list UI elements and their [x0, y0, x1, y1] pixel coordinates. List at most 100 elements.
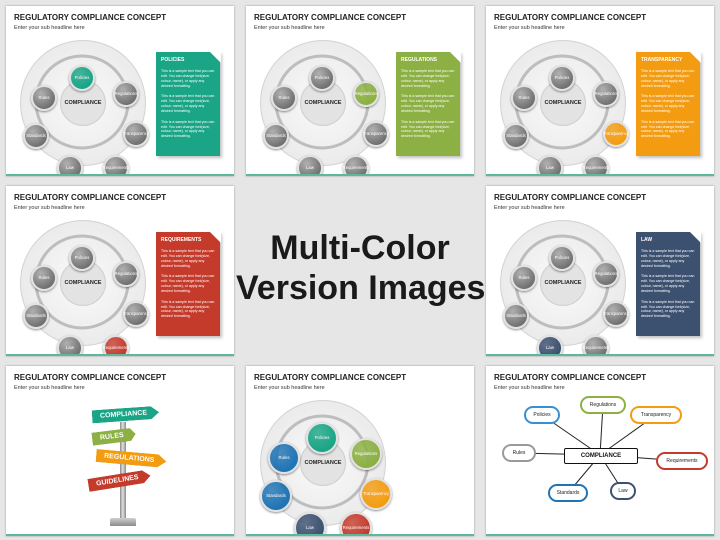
note-title: LAW [641, 237, 653, 243]
node-transparency[interactable]: Transparency [603, 301, 629, 327]
mindmap-center: COMPLIANCE [564, 448, 638, 464]
slide-subtitle: Enter your sub headline here [494, 25, 565, 31]
node-requirements[interactable]: Requirements [103, 155, 129, 174]
slide-subtitle: Enter your sub headline here [14, 385, 85, 391]
note-paragraph: This is a sample text that you can edit.… [161, 69, 215, 88]
multi-color-heading: Multi-Color Version Images [236, 228, 485, 308]
slide-requirements[interactable]: REGULATORY COMPLIANCE CONCEPT Enter your… [6, 186, 234, 356]
mindmap-node-requirements[interactable]: Requirements [656, 452, 708, 470]
node-standards[interactable]: Standards [503, 303, 529, 329]
note-paragraph: This is a sample text that you can edit.… [161, 274, 215, 293]
signpost-base [110, 518, 136, 526]
node-regulations[interactable]: Regulations [593, 81, 619, 107]
note-paragraph: This is a sample text that you can edit.… [161, 299, 215, 319]
slide-full-color[interactable]: REGULATORY COMPLIANCE CONCEPT Enter your… [246, 366, 474, 536]
node-law[interactable]: Law [537, 335, 563, 354]
note-paragraph: This is a sample text that you can edit.… [161, 119, 215, 139]
center-circle: COMPLIANCE [300, 80, 346, 126]
note-card: TRANSPARENCY This is a sample text that y… [636, 51, 701, 156]
node-law[interactable]: Law [294, 512, 326, 534]
mindmap-node-standards[interactable]: Standards [548, 484, 588, 502]
note-card: POLICIES This is a sample text that you c… [156, 51, 221, 156]
node-transparency[interactable]: Transparency [603, 121, 629, 147]
slide-title: REGULATORY COMPLIANCE CONCEPT [254, 13, 407, 22]
slide-title: REGULATORY COMPLIANCE CONCEPT [494, 373, 647, 382]
slide-policies[interactable]: REGULATORY COMPLIANCE CONCEPT Enter your… [6, 6, 234, 176]
mindmap-node-transparency[interactable]: Transparency [630, 406, 682, 424]
node-rules[interactable]: Rules [271, 85, 297, 111]
note-title: TRANSPARENCY [641, 57, 683, 63]
mindmap-node-policies[interactable]: Policies [524, 406, 560, 424]
node-regulations[interactable]: Regulations [593, 261, 619, 287]
mindmap-node-rules[interactable]: Rules [502, 444, 536, 462]
note-card: LAW This is a sample text that you can ed… [636, 231, 701, 336]
node-standards[interactable]: Standards [503, 123, 529, 149]
node-policies[interactable]: Policies [69, 65, 95, 91]
node-rules[interactable]: Rules [511, 85, 537, 111]
slide-subtitle: Enter your sub headline here [14, 205, 85, 211]
node-rules[interactable]: Rules [31, 85, 57, 111]
node-law[interactable]: Law [57, 155, 83, 174]
slide-subtitle: Enter your sub headline here [254, 25, 325, 31]
note-title: REGULATIONS [401, 57, 438, 63]
slide-law[interactable]: REGULATORY COMPLIANCE CONCEPT Enter your… [486, 186, 714, 356]
node-requirements[interactable]: Requirements [343, 155, 369, 174]
slide-title: REGULATORY COMPLIANCE CONCEPT [254, 373, 407, 382]
slide-regulations[interactable]: REGULATORY COMPLIANCE CONCEPT Enter your… [246, 6, 474, 176]
node-standards[interactable]: Standards [23, 123, 49, 149]
sign-rules: RULES [91, 427, 136, 445]
node-standards[interactable]: Standards [263, 123, 289, 149]
slide-subtitle: Enter your sub headline here [494, 205, 565, 211]
slide-mindmap[interactable]: REGULATORY COMPLIANCE CONCEPT Enter your… [486, 366, 714, 536]
note-fold [689, 231, 701, 243]
note-fold [209, 51, 221, 63]
mindmap-node-regulations[interactable]: Regulations [580, 396, 626, 414]
node-rules[interactable]: Rules [31, 265, 57, 291]
note-fold [689, 51, 701, 63]
node-regulations[interactable]: Regulations [350, 438, 382, 470]
node-rules[interactable]: Rules [268, 442, 300, 474]
note-paragraph: This is a sample text that you can edit.… [641, 94, 695, 113]
node-standards[interactable]: Standards [23, 303, 49, 329]
node-transparency[interactable]: Transparency [363, 121, 389, 147]
mindmap-node-law[interactable]: Law [610, 482, 636, 500]
node-policies[interactable]: Policies [309, 65, 335, 91]
node-transparency[interactable]: Transparency [123, 301, 149, 327]
slide-title: REGULATORY COMPLIANCE CONCEPT [14, 373, 167, 382]
slide-transparency[interactable]: REGULATORY COMPLIANCE CONCEPT Enter your… [486, 6, 714, 176]
heading-line-1: Multi-Color [270, 229, 450, 267]
slide-subtitle: Enter your sub headline here [494, 385, 565, 391]
note-fold [449, 51, 461, 63]
note-paragraph: This is a sample text that you can edit.… [641, 274, 695, 293]
note-title: POLICIES [161, 57, 185, 63]
node-standards[interactable]: Standards [260, 480, 292, 512]
note-paragraph: This is a sample text that you can edit.… [161, 249, 215, 268]
node-regulations[interactable]: Regulations [113, 81, 139, 107]
slide-title: REGULATORY COMPLIANCE CONCEPT [14, 193, 167, 202]
node-transparency[interactable]: Transparency [360, 478, 392, 510]
slide-signpost[interactable]: REGULATORY COMPLIANCE CONCEPT Enter your… [6, 366, 234, 536]
node-requirements[interactable]: Requirements [340, 512, 372, 534]
node-policies[interactable]: Policies [69, 245, 95, 271]
node-policies[interactable]: Policies [549, 245, 575, 271]
node-requirements[interactable]: Requirements [103, 335, 129, 354]
node-law[interactable]: Law [57, 335, 83, 354]
note-paragraph: This is a sample text that you can edit.… [161, 94, 215, 113]
note-paragraph: This is a sample text that you can edit.… [641, 69, 695, 88]
node-requirements[interactable]: Requirements [583, 155, 609, 174]
node-transparency[interactable]: Transparency [123, 121, 149, 147]
sign-compliance: COMPLIANCE [92, 406, 160, 424]
node-law[interactable]: Law [537, 155, 563, 174]
node-policies[interactable]: Policies [549, 65, 575, 91]
node-rules[interactable]: Rules [511, 265, 537, 291]
node-policies[interactable]: Policies [306, 422, 338, 454]
node-requirements[interactable]: Requirements [583, 335, 609, 354]
node-regulations[interactable]: Regulations [113, 261, 139, 287]
note-fold [209, 231, 221, 243]
node-law[interactable]: Law [297, 155, 323, 174]
node-regulations[interactable]: Regulations [353, 81, 379, 107]
note-paragraph: This is a sample text that you can edit.… [401, 69, 455, 88]
note-paragraph: This is a sample text that you can edit.… [401, 94, 455, 113]
sign-regulations: REGULATIONS [96, 449, 167, 468]
